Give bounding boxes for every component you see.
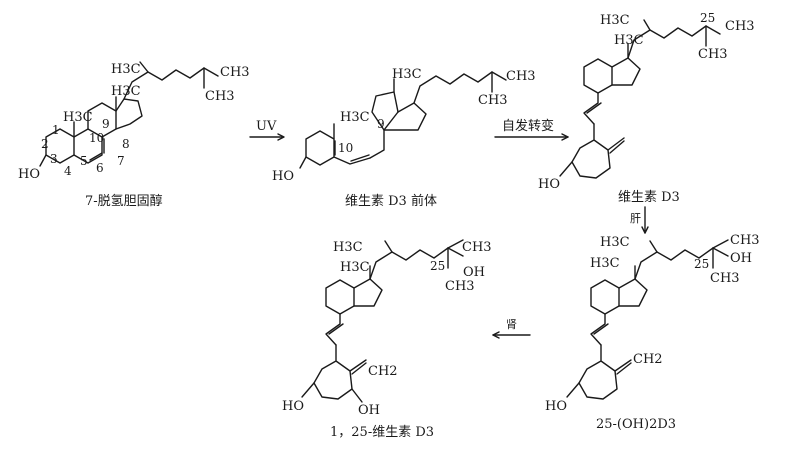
- compound-name: 7-脱氢胆固醇: [85, 193, 163, 209]
- atom-number: 5: [80, 154, 88, 168]
- arrow-kidney: 肾: [492, 318, 531, 339]
- ho-label: HO: [282, 399, 304, 414]
- atom-number: 10: [338, 141, 353, 155]
- h3c-label: H3C: [590, 256, 620, 271]
- h3c-label: H3C: [600, 13, 630, 28]
- compound-25-oh-d3: H3C CH3 CH3 OH H3C 25 CH2 HO 25-(OH)2D3: [545, 233, 760, 432]
- h3c-label: H3C: [333, 240, 363, 255]
- h3c-label: H3C: [111, 84, 141, 99]
- ho-label: HO: [18, 167, 40, 182]
- atom-number: 25: [694, 257, 709, 271]
- atom-number: 9: [102, 117, 110, 131]
- oh-label: OH: [463, 265, 485, 280]
- arrow-liver: 肝: [630, 206, 649, 234]
- ch3-label: CH3: [462, 240, 492, 255]
- h3c-label: H3C: [614, 33, 644, 48]
- oh-label: OH: [358, 403, 380, 418]
- h3c-label: H3C: [392, 67, 422, 82]
- compound-previtamin-d3: H3C CH3 CH3 H3C HO 9 10 维生素 D3 前体: [272, 67, 536, 209]
- atom-number: 4: [64, 164, 72, 178]
- oh-label: OH: [730, 251, 752, 266]
- arrow-label: 肾: [506, 318, 517, 331]
- ch3-label: CH3: [710, 271, 740, 286]
- ch2-label: CH2: [368, 364, 398, 379]
- atom-number: 9: [377, 117, 385, 131]
- atom-number: 25: [430, 259, 445, 273]
- ch2-label: CH2: [633, 352, 663, 367]
- atom-number: 2: [41, 137, 49, 151]
- compound-name: 维生素 D3 前体: [345, 193, 437, 209]
- atom-number: 6: [96, 161, 104, 175]
- atom-number: 25: [700, 11, 715, 25]
- ch3-label: CH3: [478, 93, 508, 108]
- ch3-label: CH3: [205, 89, 235, 104]
- arrow-label: 自发转变: [502, 118, 554, 134]
- h3c-label: H3C: [63, 110, 93, 125]
- h3c-label: H3C: [111, 62, 141, 77]
- ch3-label: CH3: [725, 19, 755, 34]
- h3c-label: H3C: [340, 110, 370, 125]
- atom-number: 10: [89, 131, 104, 145]
- compound-name: 1，25-维生素 D3: [330, 425, 434, 440]
- ch3-label: CH3: [445, 279, 475, 294]
- ho-label: HO: [272, 169, 294, 184]
- compound-name: 维生素 D3: [618, 190, 680, 205]
- atom-number: 3: [50, 152, 58, 166]
- arrow-label: 肝: [630, 212, 641, 225]
- compound-7-dehydrocholesterol: H3C CH3 CH3 H3C H3C HO 1 2 3 4 5 6 7 8 9…: [18, 61, 250, 209]
- ch3-label: CH3: [506, 69, 536, 84]
- ch3-label: CH3: [730, 233, 760, 248]
- atom-number: 1: [52, 123, 60, 137]
- arrow-label: UV: [256, 119, 277, 134]
- atom-number: 7: [117, 154, 125, 168]
- compound-vitamin-d3: H3C CH3 CH3 H3C 25 HO 维生素 D3: [538, 11, 755, 205]
- ho-label: HO: [545, 399, 567, 414]
- arrow-isomerize: 自发转变: [494, 118, 569, 141]
- arrow-uv: UV: [249, 119, 285, 141]
- h3c-label: H3C: [340, 260, 370, 275]
- ch3-label: CH3: [698, 47, 728, 62]
- ch3-label: CH3: [220, 65, 250, 80]
- compound-name: 25-(OH)2D3: [596, 417, 676, 432]
- atom-number: 8: [122, 137, 130, 151]
- compound-1-25-dihydroxy-d3: H3C CH3 CH3 OH H3C 25 CH2 HO OH 1，25-维生素…: [282, 239, 492, 440]
- ho-label: HO: [538, 177, 560, 192]
- h3c-label: H3C: [600, 235, 630, 250]
